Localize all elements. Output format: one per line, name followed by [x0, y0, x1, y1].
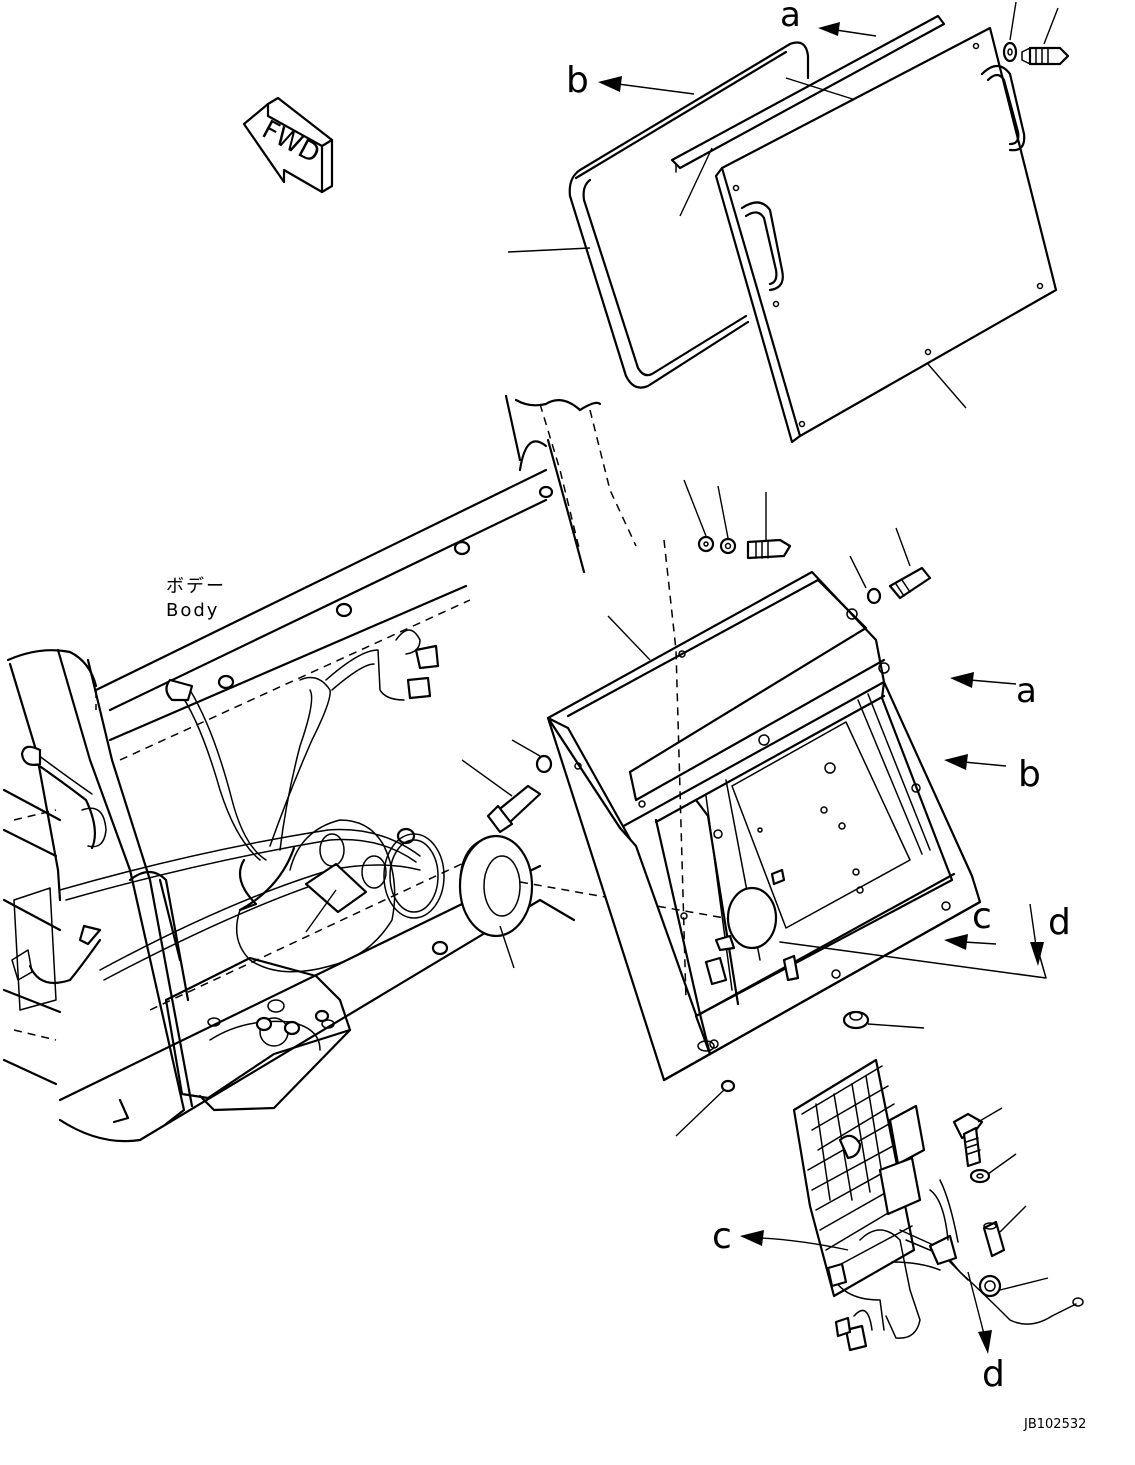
- callout-d-bottom: d: [982, 1354, 1005, 1395]
- washer-bottom-icon: [969, 1168, 991, 1184]
- bolt-bottom-icon: [952, 1112, 984, 1168]
- washer-box-3-icon: [866, 587, 882, 605]
- grommet-bottom-icon: [978, 1274, 1002, 1298]
- cover-plate: [714, 26, 1058, 444]
- washer-top-icon: [1002, 41, 1018, 63]
- leader-tag: [305, 889, 337, 933]
- arrow-c-right: [944, 934, 997, 950]
- callout-c-bottom: c: [712, 1216, 732, 1257]
- leader-bolt-bottom: [977, 1107, 1003, 1123]
- d-ref-line: [779, 941, 1047, 979]
- fwd-arrow-icon: FWD: [242, 96, 334, 194]
- seal-strip-a: [670, 14, 946, 173]
- leader-grommet-bottom: [999, 1277, 1049, 1291]
- washer-box-2-icon: [719, 537, 737, 555]
- gasket-seal-b: [568, 41, 810, 389]
- leader-washer-box-4: [511, 739, 541, 757]
- washer-box-4-icon: [535, 754, 553, 774]
- callout-c-right: c: [972, 896, 992, 937]
- leader-bolt-box-2: [895, 527, 911, 567]
- leader-collar: [867, 1023, 925, 1029]
- arrow-b-right: [944, 754, 1007, 770]
- arrow-b-top: [598, 76, 695, 95]
- wiring-tag-icon: [304, 862, 368, 914]
- leader-gasket: [507, 247, 591, 253]
- washer-small-icon: [720, 1079, 736, 1093]
- box-frame: [546, 570, 982, 1082]
- bolt-box-1-icon: [746, 538, 792, 560]
- callout-a-right: a: [1016, 671, 1037, 711]
- leader-bolt-box-3: [461, 759, 513, 797]
- body-frame: [2, 394, 637, 1143]
- collar-icon: [842, 1010, 870, 1030]
- leader-strip-2: [785, 77, 863, 103]
- centerline: [519, 881, 737, 921]
- arrow-c-bottom: [740, 1230, 849, 1251]
- leader-box: [607, 615, 651, 661]
- leader-washer-box-3: [849, 555, 867, 589]
- leader-washer-small: [675, 1089, 725, 1137]
- body-label-en: Body: [166, 600, 219, 621]
- callout-b-top: b: [566, 60, 589, 101]
- wiring-harness: [11, 629, 440, 984]
- callout-b-right: b: [1018, 754, 1041, 795]
- spacer-bottom-icon: [982, 1220, 1006, 1258]
- leader-washer-top: [1009, 1, 1017, 41]
- arrow-a-right: [950, 672, 1017, 688]
- washer-box-1-icon: [697, 535, 715, 553]
- leader-spacer-bottom: [999, 1205, 1027, 1233]
- arrow-a-top: [818, 22, 877, 37]
- bolt-box-3-icon: [486, 784, 542, 834]
- bolt-top-icon: [1021, 46, 1070, 66]
- arrow-d-right: [1029, 903, 1044, 966]
- leader-bolt-top: [1043, 7, 1059, 45]
- body-label-jp: ボデー: [166, 576, 226, 597]
- clamp-ring-icon: [319, 833, 445, 919]
- leader-washer-bottom: [987, 1153, 1017, 1175]
- arrow-d-bottom: [967, 1271, 992, 1354]
- leader-strip: [679, 147, 713, 217]
- drawing-code: JB102532: [1023, 1417, 1086, 1432]
- bolt-box-2-icon: [888, 566, 932, 600]
- callout-a-top: a: [780, 0, 801, 35]
- leader-plate: [927, 363, 967, 409]
- leader-washer-box-2: [717, 485, 729, 539]
- callout-d-right: d: [1048, 902, 1071, 943]
- leader-washer-box-1: [683, 479, 707, 537]
- grommet-icon: [458, 834, 534, 938]
- leader-grommet: [499, 925, 515, 969]
- controller-unit: [792, 1058, 1084, 1352]
